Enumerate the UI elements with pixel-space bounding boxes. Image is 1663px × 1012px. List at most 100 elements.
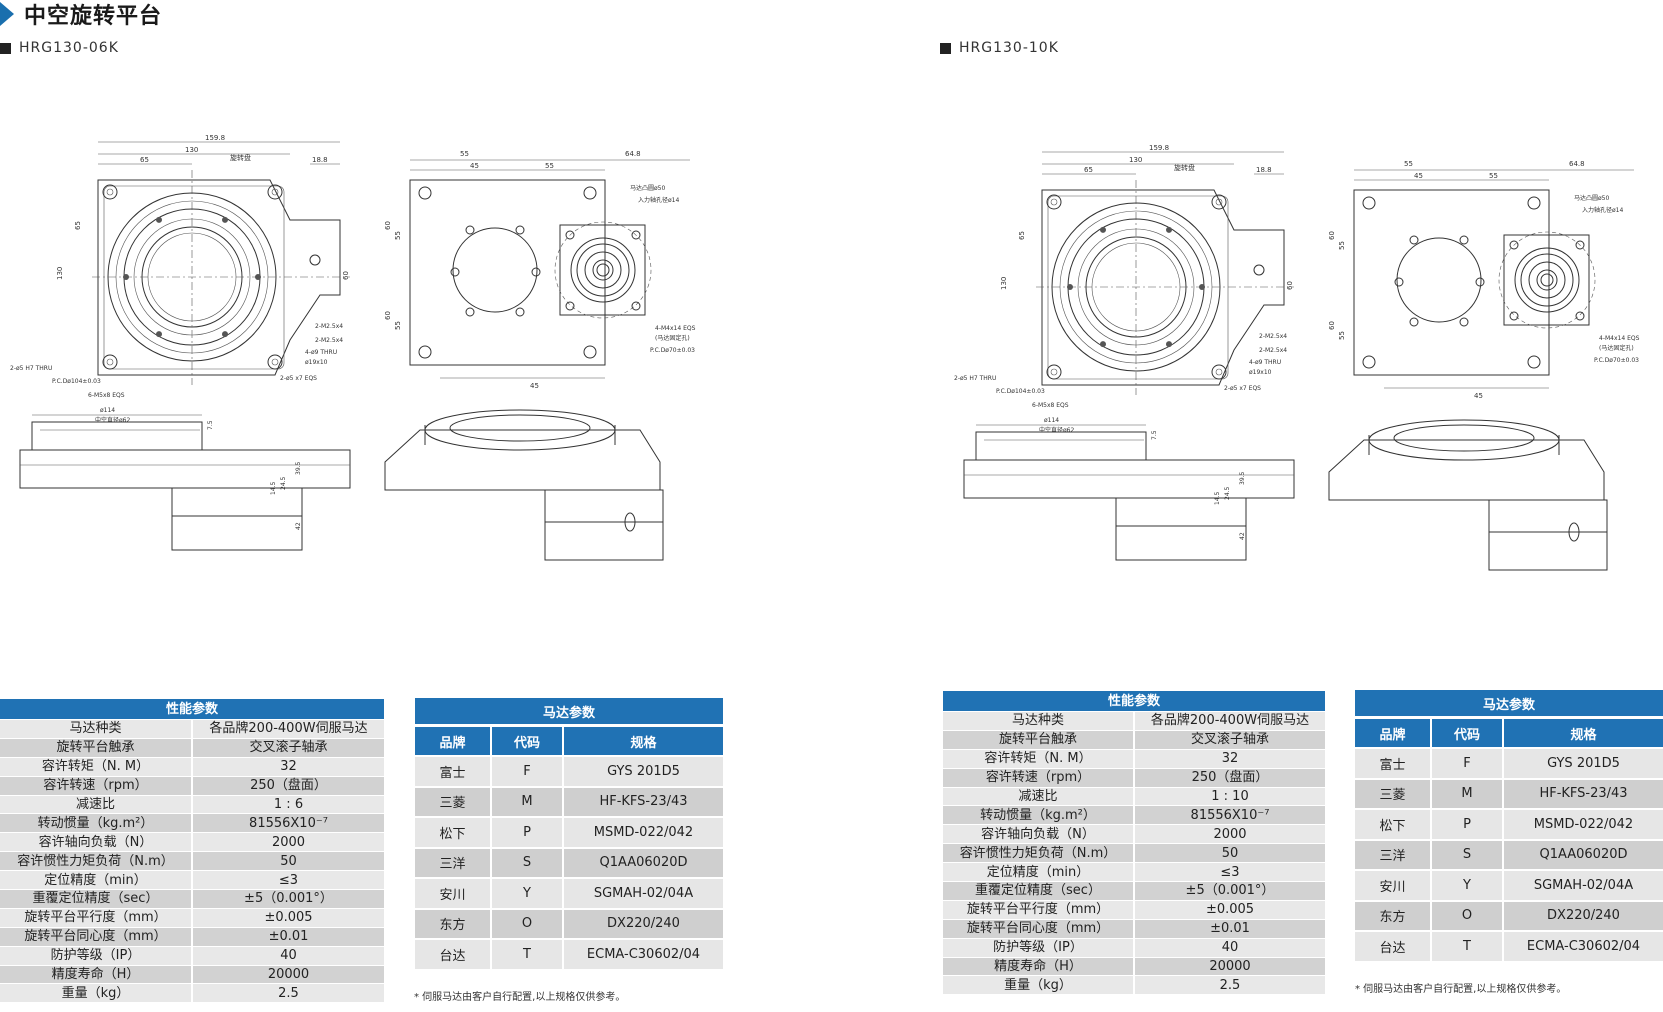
dimension-label: 24.5: [280, 476, 287, 490]
dimension-label: 159.8: [205, 134, 225, 142]
motor-title: 马达参数: [1355, 690, 1663, 718]
callout-label: ø19x10: [1249, 369, 1272, 376]
param-value: ±0.01: [192, 927, 384, 947]
dimension-label: 65: [1018, 231, 1026, 240]
callout-label: (马达固定孔): [655, 334, 690, 342]
table-row: 容许惯性力矩负荷（N.m）50: [0, 851, 384, 872]
callout-label: 旋转盘: [230, 153, 251, 162]
param-value: 250（盘面）: [192, 776, 384, 796]
param-value: 20000: [192, 965, 384, 985]
param-name: 旋转平台同心度（mm）: [943, 919, 1135, 939]
motor-spec: GYS 201D5: [1503, 747, 1663, 779]
performance-title: 性能参数: [943, 691, 1325, 712]
motor-code: T: [491, 938, 564, 969]
dimension-label: 64.8: [625, 150, 641, 158]
dimension-label: 39.5: [295, 461, 302, 475]
callout-label: 2-M2.5x4: [315, 323, 343, 330]
table-row: 容许转矩（N. M）32: [943, 749, 1325, 769]
callout-label: 2-ø5 H7 THRU: [10, 365, 52, 372]
table-row: 马达种类各品牌200-400W伺服马达: [943, 711, 1325, 731]
dimension-label: 64.8: [1569, 160, 1585, 168]
param-name: 旋转平台触承: [943, 730, 1135, 750]
motor-brand: 台达: [1355, 930, 1432, 961]
header-spec: 规格: [1503, 716, 1663, 748]
param-name: 容许转速（rpm）: [943, 768, 1135, 788]
callout-label: 4-M4x14 EQS: [655, 325, 696, 332]
motor-code: F: [1431, 747, 1504, 779]
motor-code: P: [1431, 808, 1504, 840]
param-name: 转动惯量（kg.m²）: [0, 813, 193, 834]
dimension-label: 45: [1414, 172, 1423, 180]
param-value: 2.5: [1134, 975, 1325, 996]
motor-spec: Q1AA06020D: [563, 846, 723, 878]
motor-brand: 台达: [415, 938, 492, 969]
dimension-label: 159.8: [1149, 144, 1169, 152]
motor-note-right: * 伺服马达由客户自行配置,以上规格仅供参考。: [1355, 984, 1567, 995]
callout-label: 2-ø5 x7 EQS: [1224, 385, 1261, 392]
callout-label: 入力轴孔径ø14: [638, 196, 679, 204]
motor-spec: MSMD-022/042: [1503, 808, 1663, 840]
callout-label: 4-M4x14 EQS: [1599, 335, 1640, 342]
param-value: ≤3: [192, 870, 384, 891]
dimension-label: 55: [394, 231, 402, 240]
callout-label: 2-ø5 H7 THRU: [954, 375, 996, 382]
callout-label: (马达固定孔): [1599, 344, 1634, 352]
dimension-label: 60: [1328, 321, 1336, 330]
param-name: 定位精度（min）: [0, 870, 193, 891]
param-name: 旋转平台平行度（mm）: [943, 900, 1135, 920]
dimension-label: 18.8: [312, 156, 328, 164]
param-value: 交叉滚子轴承: [192, 738, 384, 758]
table-row: 重覆定位精度（sec）±5（0.001°）: [943, 881, 1325, 901]
param-value: 交叉滚子轴承: [1134, 730, 1325, 750]
dimension-label: 42: [1239, 532, 1246, 540]
header-arrow-icon: [0, 2, 14, 26]
param-name: 精度寿命（H）: [943, 957, 1135, 977]
table-row: 旋转平台触承交叉滚子轴承: [943, 730, 1325, 750]
motor-code: F: [491, 755, 564, 787]
table-row: 旋转平台平行度（mm）±0.005: [943, 900, 1325, 920]
callout-label: 6-M5x8 EQS: [88, 392, 125, 399]
param-name: 重量（kg）: [0, 983, 193, 1004]
performance-title: 性能参数: [0, 699, 384, 720]
dimension-label: 60: [1286, 281, 1294, 290]
motor-brand: 三洋: [1355, 838, 1432, 870]
dimension-label: 65: [1084, 166, 1093, 174]
header-brand: 品牌: [415, 724, 492, 756]
motor-spec: HF-KFS-23/43: [563, 785, 723, 817]
dimension-label: ø114: [1044, 417, 1059, 424]
callout-label: P.C.Dø104±0.03: [52, 378, 101, 385]
param-name: 防护等级（IP）: [943, 938, 1135, 958]
callout-label: P.C.Dø104±0.03: [996, 388, 1045, 395]
motor-spec: HF-KFS-23/43: [1503, 777, 1663, 809]
square-bullet-icon: [940, 42, 951, 54]
param-value: ≤3: [1134, 862, 1325, 883]
table-row: 定位精度（min）≤3: [0, 870, 384, 891]
dimension-label: 55: [460, 150, 469, 158]
param-value: 81556X10⁻⁷: [192, 813, 384, 834]
callout-label: 2-M2.5x4: [1259, 333, 1287, 340]
param-value: 50: [1134, 843, 1325, 864]
model-name: HRG130-06K: [19, 40, 119, 56]
model-label-left: HRG130-06K: [0, 40, 119, 56]
callout-label: P.C.Dø70±0.03: [650, 347, 695, 354]
page-header: 中空旋转平台: [0, 0, 162, 29]
isometric-view: [1328, 419, 1608, 571]
motor-brand: 三菱: [1355, 777, 1432, 809]
param-value: 1 : 6: [192, 795, 384, 815]
dimension-label: 7.5: [1151, 430, 1158, 440]
motor-spec: ECMA-C30602/04: [1503, 930, 1663, 961]
dimension-label: 14.5: [270, 481, 277, 495]
param-name: 容许轴向负载（N）: [0, 832, 193, 853]
param-value: 2000: [1134, 824, 1325, 845]
